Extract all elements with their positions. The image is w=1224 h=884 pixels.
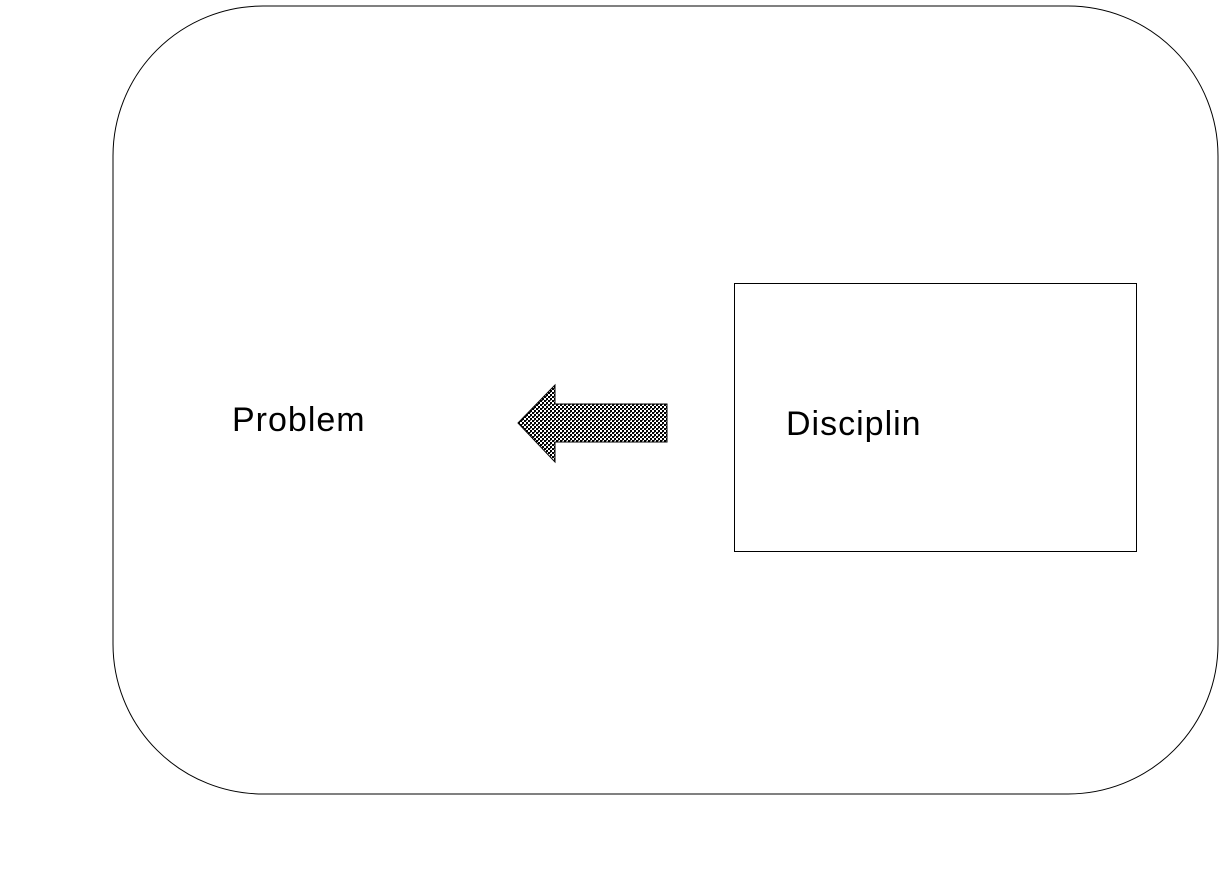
discipline-box <box>734 283 1137 552</box>
outer-boundary <box>112 5 1219 795</box>
left-arrow-icon <box>517 383 668 464</box>
discipline-label: Disciplin <box>786 405 922 443</box>
problem-label: Problem <box>232 401 366 439</box>
